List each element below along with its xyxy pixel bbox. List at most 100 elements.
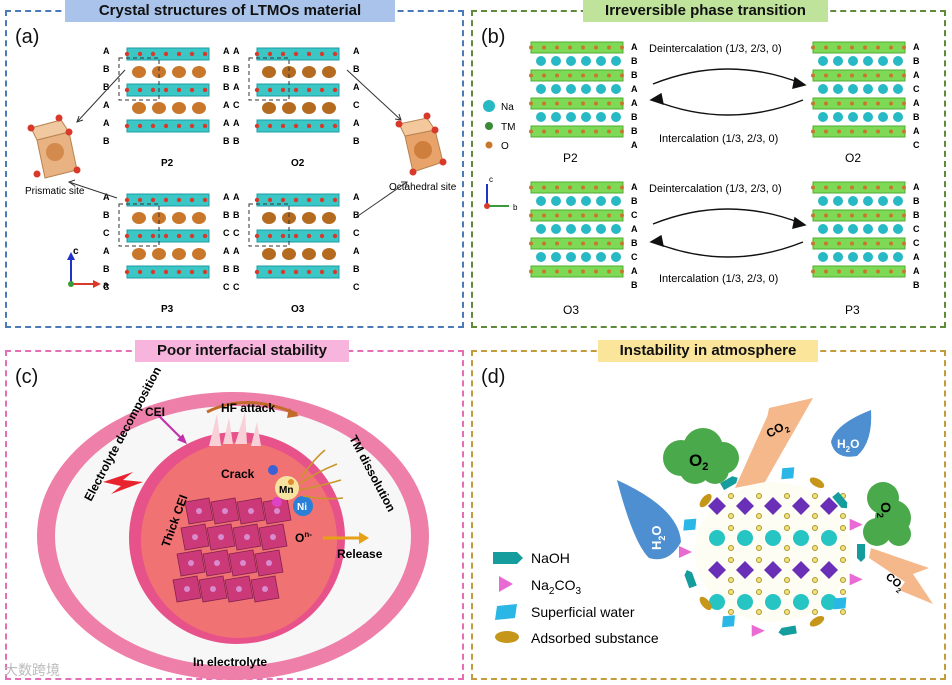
axis-c-label: c	[73, 246, 79, 257]
panel-c-figure: CEI HF attack TM dissolution Electrolyte…	[37, 364, 429, 680]
stacking-label: B	[103, 64, 110, 74]
stacking-label: B	[631, 112, 638, 122]
stacking-label: A	[223, 100, 230, 110]
panel-atmosphere-instability: Instability in atmosphere (d) O2 O2 CO2 …	[471, 340, 946, 680]
stacking-label: A	[103, 46, 110, 56]
axis-a-label: a	[103, 280, 109, 291]
stacking-label: A	[913, 266, 920, 276]
o-ion-label: On-	[295, 530, 312, 545]
stacking-label: B	[223, 136, 230, 146]
stacking-label: B	[631, 126, 638, 136]
transition-arrows-row2	[649, 208, 807, 258]
ni-label: Ni	[297, 502, 307, 513]
h2o-drop-left-icon	[617, 480, 681, 560]
stacking-label: C	[913, 238, 920, 248]
structure-name: O2	[291, 158, 305, 169]
stacking-label: B	[353, 64, 360, 74]
row2-left-phase: O3	[563, 303, 579, 317]
panel-b-label: (b)	[481, 26, 506, 48]
o2-cloud-left-icon	[663, 428, 739, 484]
stacking-label: A	[631, 98, 638, 108]
legend-water-icon	[495, 604, 517, 620]
stacking-label: B	[103, 136, 110, 146]
stacking-label: B	[913, 196, 920, 206]
stacking-label: A	[233, 46, 240, 56]
stacking-label: A	[233, 82, 240, 92]
row1-backward-label: Intercalation (1/3, 2/3, 0)	[659, 133, 778, 145]
stacking-label: B	[233, 264, 240, 274]
stacking-label: B	[233, 64, 240, 74]
ni-ion	[293, 496, 313, 516]
legend-na: Na	[501, 102, 514, 113]
panel-d-figure: O2 O2 CO2 CO2 H2O H2O NaOH Na2CO3 Superf…	[493, 398, 933, 646]
crack-spikes	[209, 412, 261, 446]
panel-c-label: (c)	[15, 366, 39, 388]
cei-label: CEI	[145, 405, 165, 419]
stacking-label: B	[103, 264, 110, 274]
stacking-label: A	[353, 46, 360, 56]
structure-name: O3	[291, 304, 305, 315]
legend-tm: TM	[501, 122, 515, 133]
panel-interfacial-stability: Poor interfacial stability (c)	[5, 340, 464, 680]
stacking-label: A	[913, 42, 920, 52]
o2-left-label: O2	[689, 451, 708, 473]
stacking-label: B	[353, 210, 360, 220]
ion-dot-orange	[288, 479, 294, 485]
stacking-label: C	[233, 100, 240, 110]
panel-a-figure: AABBBBAAAABBP2AABBAACCAABBO2AABBCCAABBCC…	[25, 46, 457, 315]
lightning-icon	[103, 472, 143, 494]
stacking-label: B	[103, 82, 110, 92]
stacking-label: A	[103, 246, 110, 256]
prismatic-site-label: Prismatic site	[25, 186, 85, 197]
stacking-label: B	[631, 280, 638, 290]
crystal-lattice	[172, 497, 292, 603]
panel-b-title: Irreversible phase transition	[583, 0, 828, 22]
stacking-label: C	[353, 100, 360, 110]
ion-dot-blue	[268, 465, 278, 475]
stacking-label: A	[233, 246, 240, 256]
h2o-drop-top-icon	[831, 410, 872, 457]
stacking-label: A	[353, 246, 360, 256]
stacking-label: A	[353, 192, 360, 202]
stacking-label: A	[353, 118, 360, 128]
row2-right-phase: P3	[845, 303, 860, 317]
legend-na2co3-icon	[499, 576, 513, 592]
octahedral-site-icon	[395, 112, 447, 176]
h2o-top-label: H2O	[837, 437, 859, 454]
stacking-label: C	[223, 282, 230, 292]
stacking-label: B	[631, 56, 638, 66]
axis-b-b-label: b	[513, 203, 518, 212]
dissolution-arrows	[298, 449, 344, 500]
stacking-label: A	[353, 82, 360, 92]
stacking-label: A	[631, 224, 638, 234]
stacking-label: A	[233, 118, 240, 128]
stacking-label: C	[913, 84, 920, 94]
stacking-label: A	[913, 252, 920, 262]
stacking-label: B	[631, 70, 638, 80]
panel-d-label: (d)	[481, 366, 506, 388]
legend-naoh-label: NaOH	[531, 550, 570, 566]
panel-crystal-structures: Crystal structures of LTMOs material (a)…	[5, 0, 464, 328]
stacking-label: B	[223, 210, 230, 220]
stacking-label: A	[103, 192, 110, 202]
stacking-label: B	[631, 196, 638, 206]
stacking-label: B	[233, 136, 240, 146]
legend-water-label: Superficial water	[531, 604, 635, 620]
hf-arrow	[206, 401, 298, 416]
stacking-label: B	[913, 56, 920, 66]
stacking-label: A	[631, 266, 638, 276]
stacking-label: A	[913, 98, 920, 108]
panel-a-title: Crystal structures of LTMOs material	[65, 0, 395, 22]
stacking-label: A	[103, 100, 110, 110]
co2-bolt-top-icon	[735, 398, 813, 488]
axis-triad-icon	[67, 252, 101, 288]
